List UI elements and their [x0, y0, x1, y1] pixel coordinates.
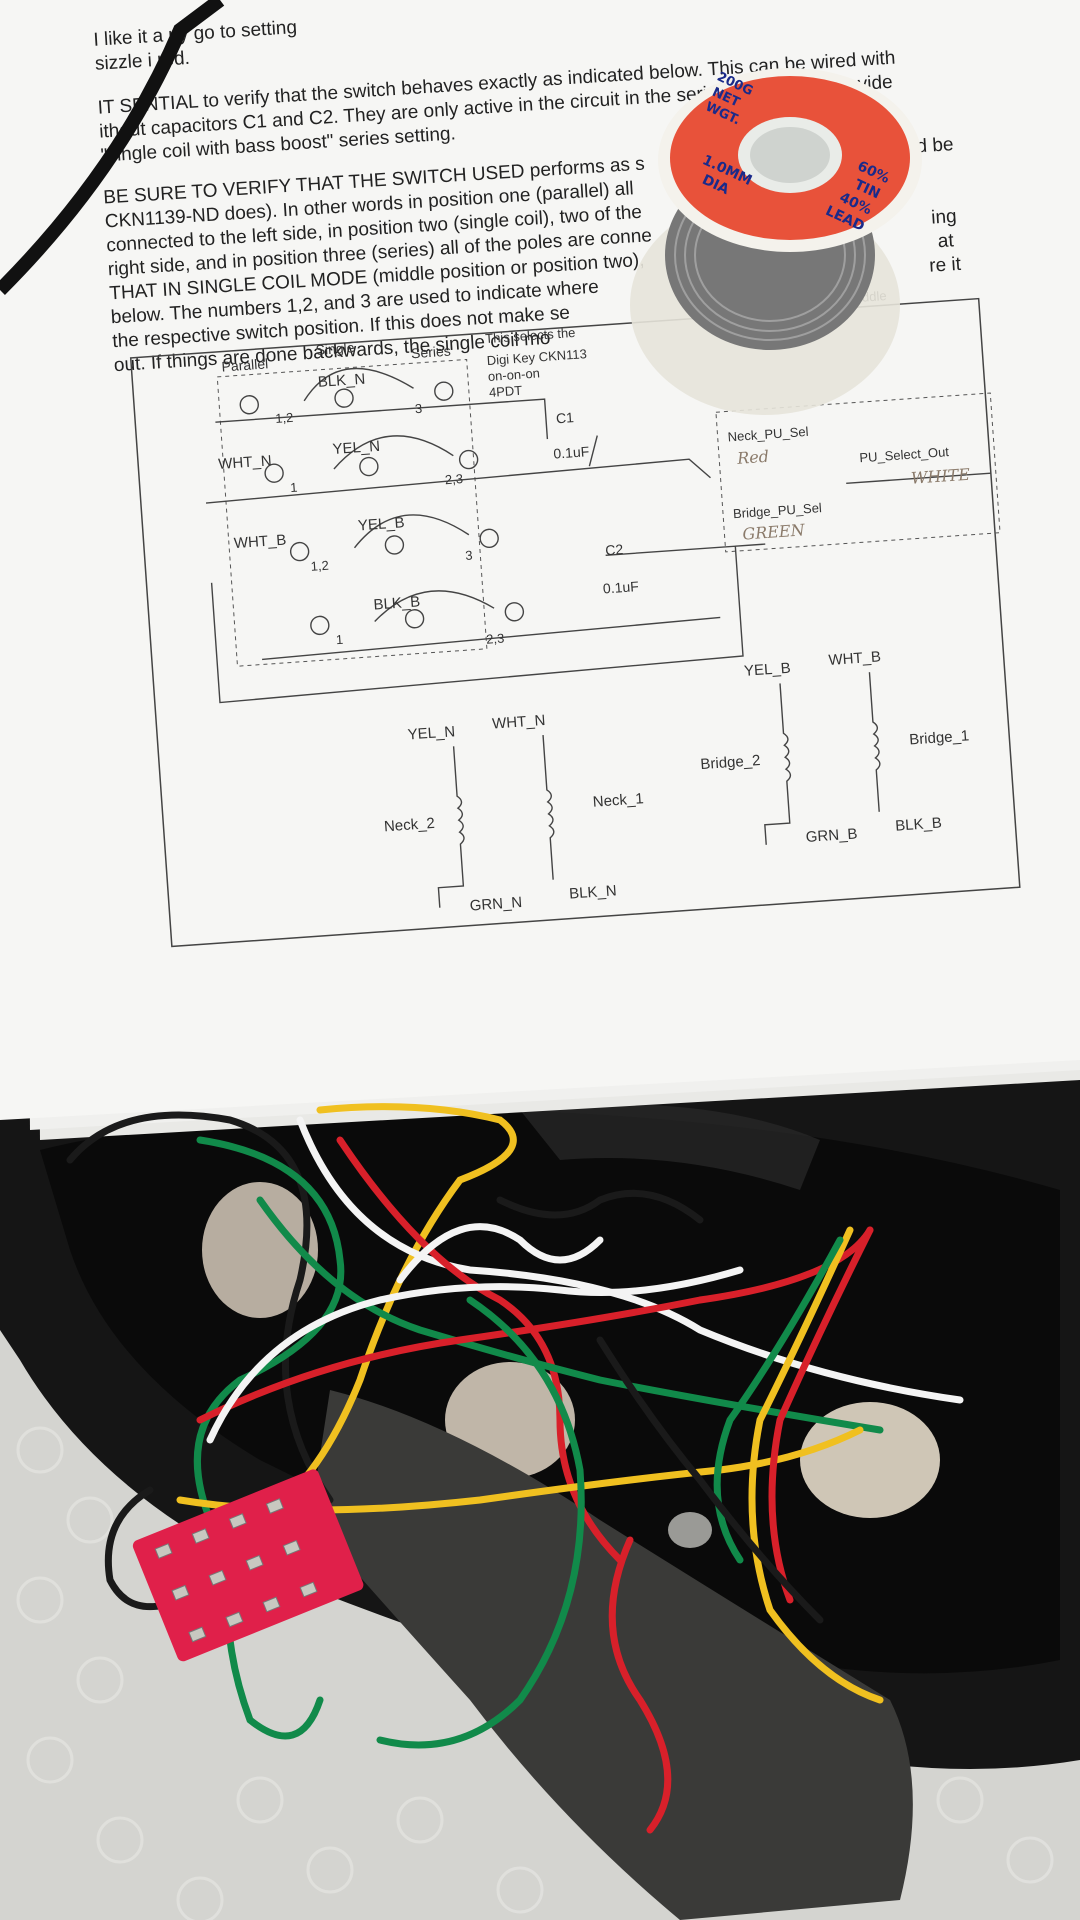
bridge-pu-sel-handwritten: GREEN	[742, 520, 806, 543]
switch-poles	[205, 367, 991, 704]
rubber-sleeve	[310, 1390, 913, 1920]
pos-7: 1	[335, 632, 343, 647]
pot-volume	[202, 1182, 318, 1318]
schematic-border	[129, 297, 1021, 948]
pickup-coils	[437, 672, 881, 908]
cap-c1-value: 0.1uF	[553, 443, 590, 461]
cap-c2-name: C2	[605, 541, 624, 558]
bridge-pu-sel: Bridge_PU_Sel	[733, 500, 823, 521]
pos-1: 1,2	[275, 410, 294, 426]
neck-pu-sel: Neck_PU_Sel	[727, 424, 809, 445]
term-blk-n: BLK_N	[569, 882, 618, 902]
coil-neck-1: Neck_1	[592, 790, 644, 811]
solder-spool: 200G NET WGT. 60% TIN 40% LEAD 1.0MM DIA	[630, 68, 922, 415]
label-single: Single	[315, 339, 355, 358]
coil-bridge-1: Bridge_1	[909, 727, 970, 748]
paper-fragment-2: ing	[931, 206, 958, 229]
paper-fragment-4: re it	[929, 254, 963, 277]
pos-6: 3	[465, 548, 473, 563]
wire-label-wht-n: WHT_N	[218, 452, 272, 473]
pos-3: 3	[414, 401, 422, 416]
pu-select-out: PU_Select_Out	[859, 444, 950, 465]
paper-fragment-3: at	[937, 230, 955, 252]
term-yel-n: YEL_N	[407, 723, 456, 743]
pu-select-out-handwritten: WHITE	[910, 465, 971, 488]
pos-5: 1,2	[310, 558, 329, 574]
label-parallel: Parallel	[221, 355, 269, 374]
cap-c2-value: 0.1uF	[602, 578, 639, 596]
pos-4: 2,3	[444, 471, 463, 487]
wire-label-wht-b: WHT_B	[233, 532, 287, 553]
term-grn-b: GRN_B	[805, 825, 858, 846]
part-line-3: 4PDT	[488, 383, 522, 400]
coil-bridge-2: Bridge_2	[700, 752, 761, 773]
neck-pu-sel-handwritten: Red	[736, 447, 770, 468]
switch-outline	[216, 358, 488, 667]
output-jack	[668, 1512, 712, 1548]
part-line-2: on-on-on	[487, 365, 540, 384]
cap-c1-name: C1	[555, 409, 574, 426]
pos-2: 1	[290, 480, 298, 495]
wire-label-yel-n: YEL_N	[332, 438, 381, 458]
pos-8: 2,3	[486, 631, 505, 647]
bubble-wrap-texture	[16, 1426, 1064, 1920]
potentiometers	[202, 1182, 940, 1518]
wire-label-yel-b: YEL_B	[357, 514, 405, 534]
coil-neck-2: Neck_2	[383, 815, 435, 836]
wire-label-blk-n: BLK_N	[317, 371, 366, 391]
pot-tone-2	[800, 1402, 940, 1518]
selector-outline	[715, 392, 1001, 553]
term-blk-b: BLK_B	[895, 814, 943, 834]
part-line-1: Digi Key CKN113	[486, 346, 587, 368]
note-top: This selects the	[485, 325, 576, 346]
switch-lugs	[154, 1498, 318, 1643]
wire-label-blk-b: BLK_B	[373, 593, 421, 613]
cavity-edge-highlight	[520, 1104, 820, 1190]
term-grn-n: GRN_N	[469, 894, 523, 915]
term-wht-n: WHT_N	[492, 712, 546, 733]
toggle-switch-4pdt	[132, 1469, 364, 1662]
term-wht-b: WHT_B	[828, 648, 882, 669]
label-series: Series	[411, 343, 452, 362]
term-yel-b: YEL_B	[743, 660, 791, 680]
black-cable	[0, 0, 225, 295]
schematic: Parallel Single Series This selects the …	[129, 288, 1021, 948]
